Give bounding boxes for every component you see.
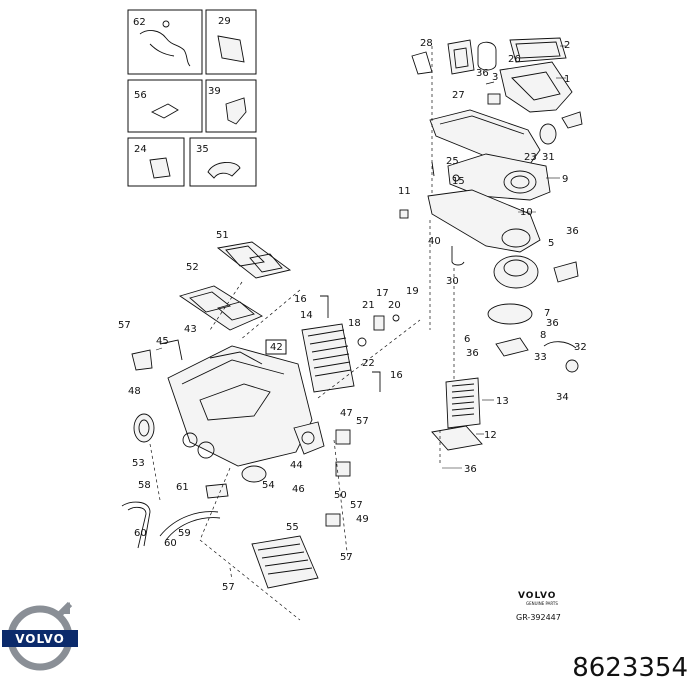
callout: 54 xyxy=(262,480,275,491)
callout: 18 xyxy=(348,318,361,329)
callout: 30 xyxy=(446,276,459,287)
callout: 34 xyxy=(556,392,569,403)
callout: 55 xyxy=(286,522,299,533)
callout: 12 xyxy=(484,430,497,441)
callout: 59 xyxy=(178,528,191,539)
callout: 14 xyxy=(300,310,313,321)
heater-housing-assembly xyxy=(121,241,400,589)
callout: 21 xyxy=(362,300,375,311)
callout: 61 xyxy=(176,482,189,493)
upper-right-assembly xyxy=(399,37,583,451)
callout: 51 xyxy=(216,230,229,241)
inset-box-35: 35 xyxy=(189,137,257,187)
callout: 57 xyxy=(222,582,235,593)
callout: 50 xyxy=(334,490,347,501)
callout: 40 xyxy=(428,236,441,247)
callout: 48 xyxy=(128,386,141,397)
stamp-subtitle: GENUINE PARTS xyxy=(526,601,558,606)
callout: 7 xyxy=(544,308,550,319)
callout: 11 xyxy=(398,186,411,197)
callout: 36 xyxy=(546,318,559,329)
inset-label: 24 xyxy=(134,144,147,155)
callout: 3 xyxy=(492,72,498,83)
inset-label: 62 xyxy=(133,17,146,28)
callout: 32 xyxy=(574,342,587,353)
inset-box-24: 24 xyxy=(127,137,185,187)
callout: 15 xyxy=(452,176,465,187)
inset-label: 35 xyxy=(196,144,209,155)
callout: 47 xyxy=(340,408,353,419)
callout: 9 xyxy=(562,174,568,185)
callout: 57 xyxy=(340,552,353,563)
callout: 16 xyxy=(390,370,403,381)
callout: 43 xyxy=(184,324,197,335)
callout: 44 xyxy=(290,460,303,471)
callout: 26 xyxy=(508,54,521,65)
callout: 36 xyxy=(476,68,489,79)
callout: 6 xyxy=(464,334,470,345)
inset-label: 39 xyxy=(208,86,221,97)
volvo-emblem-logo: VOLVO xyxy=(2,601,78,671)
callout: 45 xyxy=(156,336,169,347)
callout: 52 xyxy=(186,262,199,273)
leader-lines xyxy=(155,45,566,469)
callout: 19 xyxy=(406,286,419,297)
callout: 58 xyxy=(138,480,151,491)
callout: 53 xyxy=(132,458,145,469)
part-number: 8623354 xyxy=(572,653,688,683)
callout-labels: 2 1 26 28 36 3 27 31 23 25 15 9 11 10 40… xyxy=(118,38,587,593)
inset-label: 56 xyxy=(134,90,147,101)
callout: 2 xyxy=(564,40,570,51)
callout: 27 xyxy=(452,90,465,101)
callout: 33 xyxy=(534,352,547,363)
callout: 13 xyxy=(496,396,509,407)
emblem-wordmark: VOLVO xyxy=(15,632,65,646)
callout: 16 xyxy=(294,294,307,305)
callout: 42 xyxy=(270,342,283,353)
callout: 57 xyxy=(356,416,369,427)
callout: 60 xyxy=(134,528,147,539)
callout: 60 xyxy=(164,538,177,549)
callout: 49 xyxy=(356,514,369,525)
callout: 1 xyxy=(564,74,570,85)
drawing-reference: GR-392447 xyxy=(516,613,561,622)
inset-box-29: 29 xyxy=(205,9,257,75)
inset-box-39: 39 xyxy=(205,79,257,133)
callout: 23 xyxy=(524,152,537,163)
callout: 10 xyxy=(520,207,533,218)
callout: 8 xyxy=(540,330,546,341)
callout: 25 xyxy=(446,156,459,167)
callout: 31 xyxy=(542,152,555,163)
callout: 5 xyxy=(548,238,554,249)
callout: 57 xyxy=(118,320,131,331)
assembly-guide-lines xyxy=(149,46,455,621)
callout: 17 xyxy=(376,288,389,299)
inset-label: 29 xyxy=(218,16,231,27)
callout: 36 xyxy=(464,464,477,475)
callout: 46 xyxy=(292,484,305,495)
callout: 36 xyxy=(466,348,479,359)
stamp-wordmark: VOLVO xyxy=(518,591,556,601)
inset-box-56: 56 xyxy=(127,79,203,133)
callout: 57 xyxy=(350,500,363,511)
callout: 36 xyxy=(566,226,579,237)
callout: 28 xyxy=(420,38,433,49)
inset-box-62: 62 xyxy=(127,9,203,75)
callout: 20 xyxy=(388,300,401,311)
callout: 22 xyxy=(362,358,375,369)
genuine-parts-stamp: VOLVO GENUINE PARTS GR-392447 xyxy=(516,591,561,622)
